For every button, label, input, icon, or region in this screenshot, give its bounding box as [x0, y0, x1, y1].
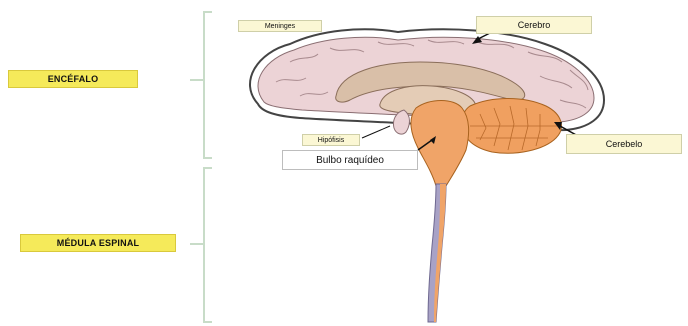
- medula-bracket: [190, 168, 212, 322]
- label-hipofisis: Hipófisis: [302, 134, 360, 146]
- label-cerebelo: Cerebelo: [566, 134, 682, 154]
- label-meninges: Meninges: [238, 20, 322, 32]
- arrow-icon-hipofisis: [362, 126, 390, 138]
- brainstem-shape: [411, 101, 469, 187]
- label-cerebro: Cerebro: [476, 16, 592, 34]
- label-medula-espinal: MÉDULA ESPINAL: [20, 234, 176, 252]
- encefalo-bracket: [190, 12, 212, 158]
- label-encefalo: ENCÉFALO: [8, 70, 138, 88]
- label-bulbo-raquideo: Bulbo raquídeo: [282, 150, 418, 170]
